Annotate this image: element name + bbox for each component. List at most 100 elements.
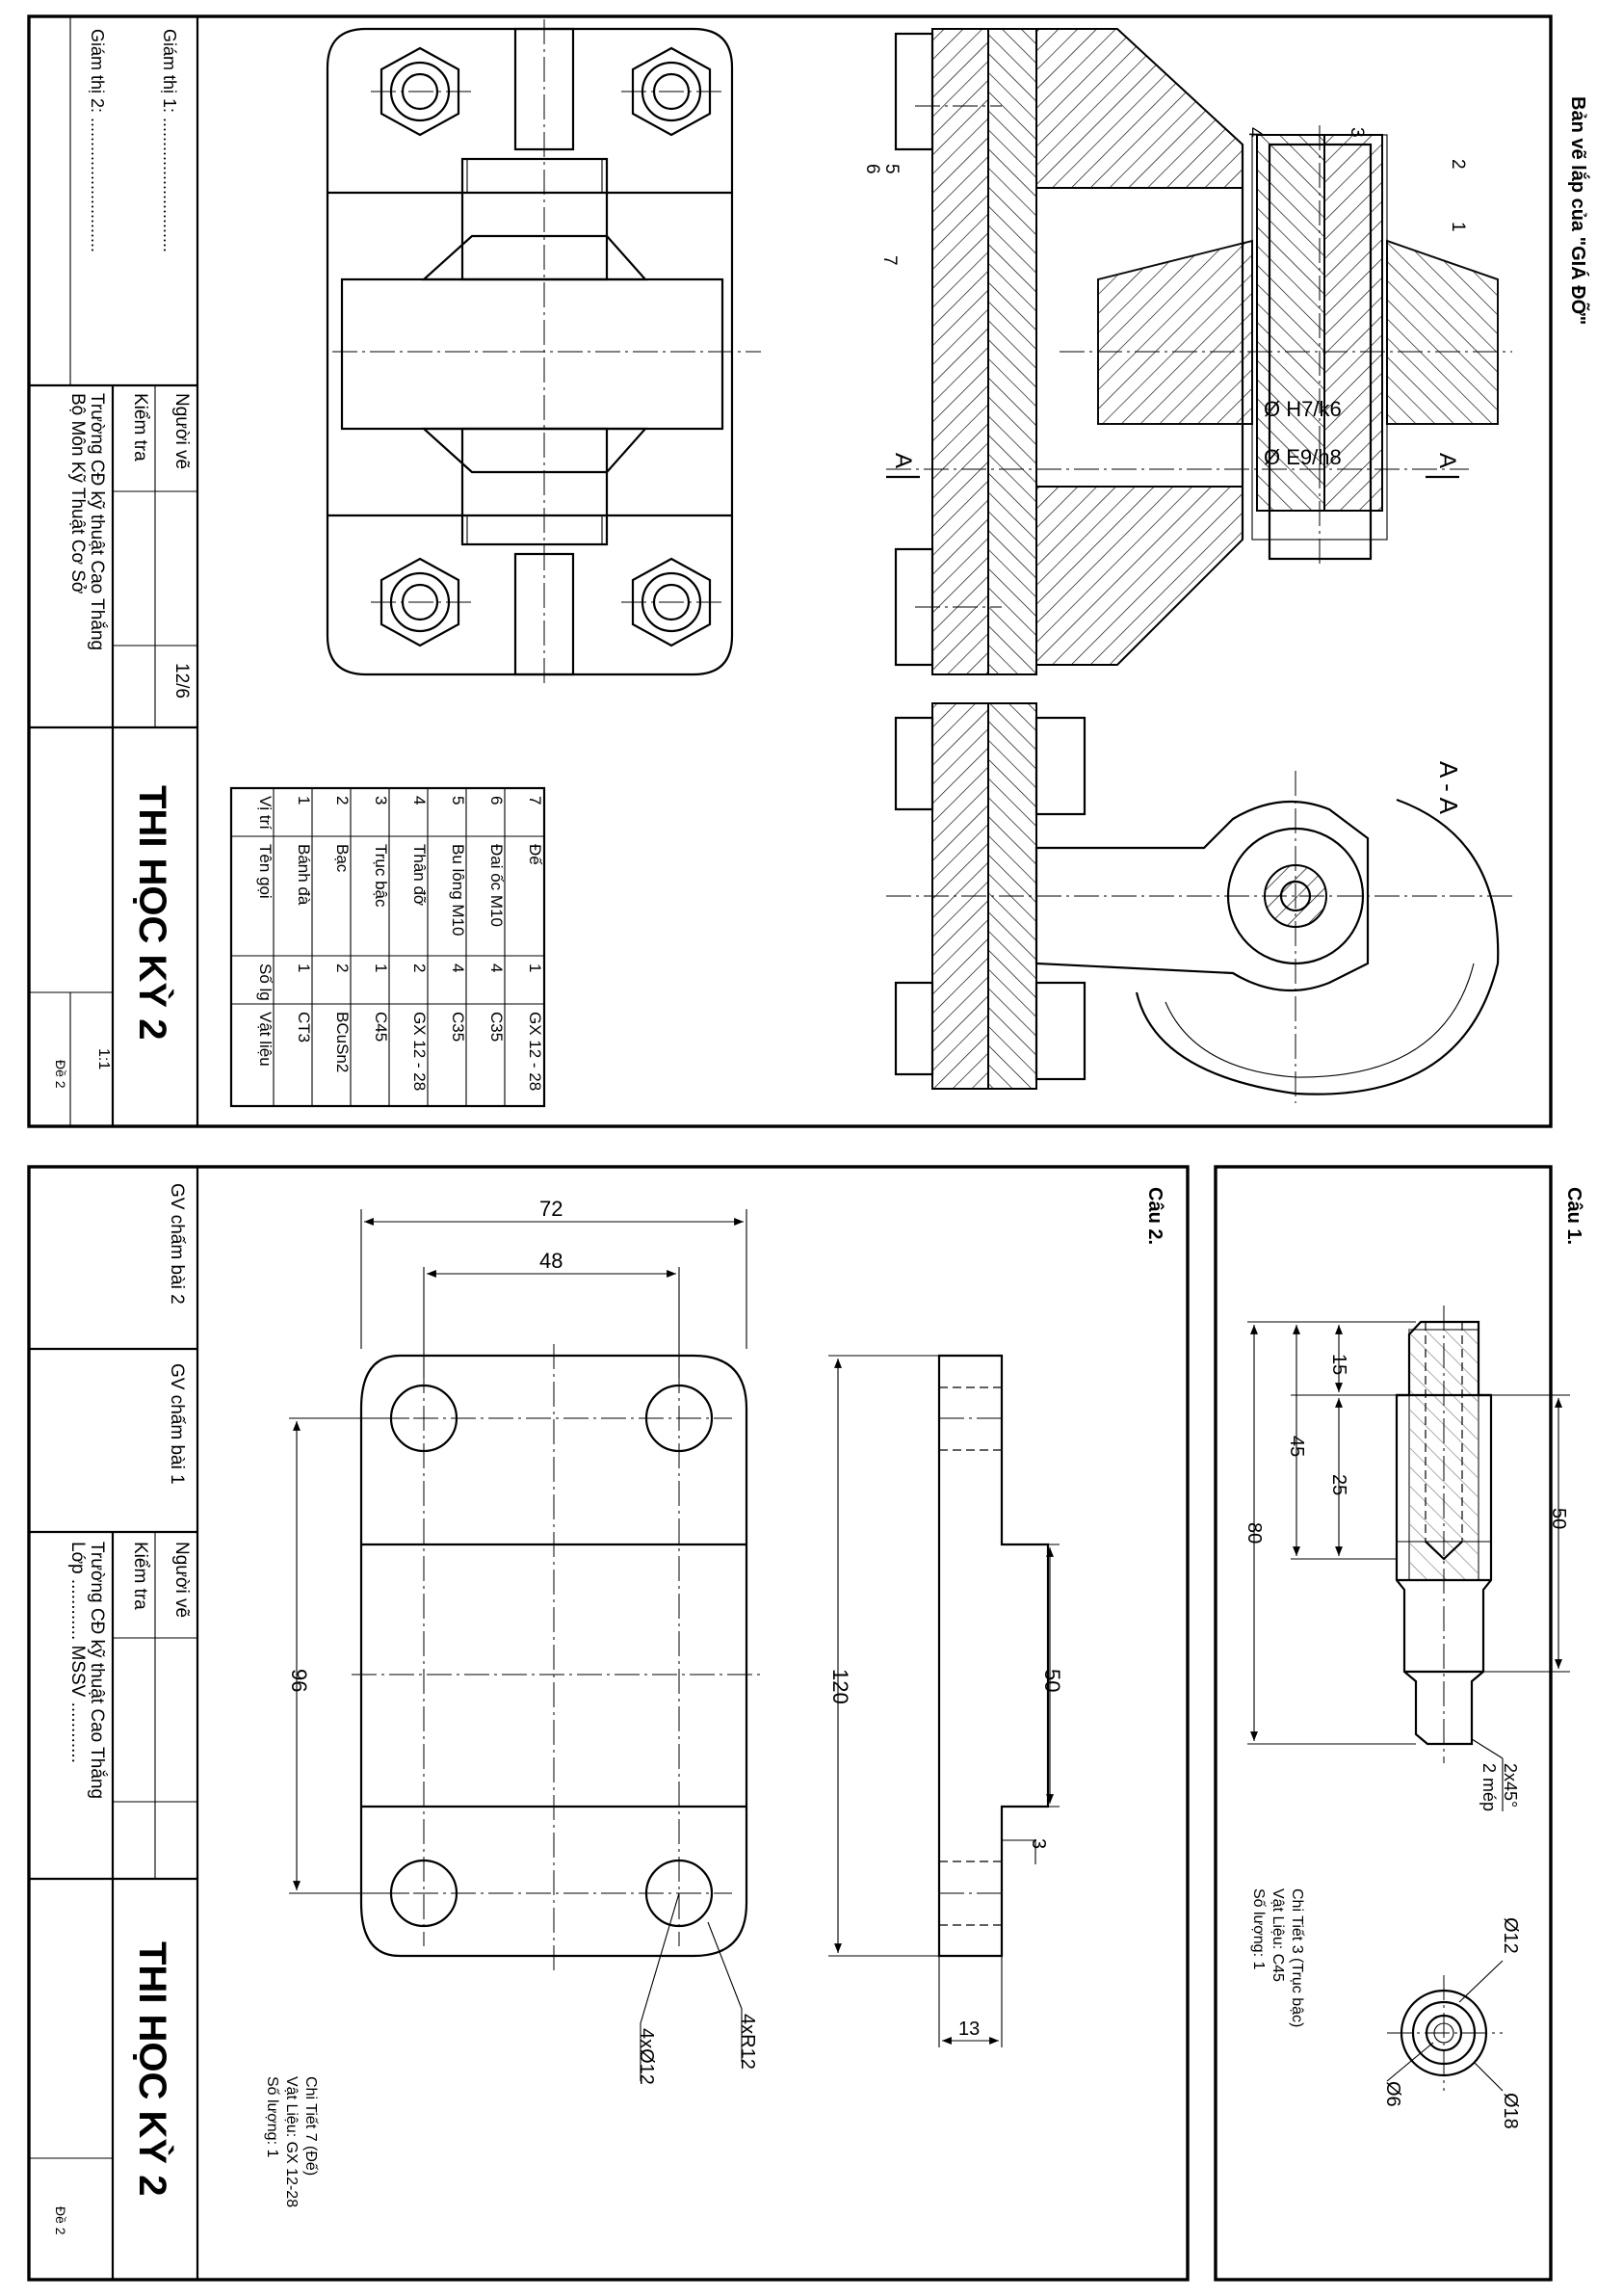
dim-45: 45: [1286, 1436, 1307, 1457]
dim-chamfer: 2x45°: [1501, 1763, 1520, 1808]
department-name: Bộ Môn Kỹ Thuật Cơ Sở: [67, 393, 88, 594]
dim-3: 3: [1028, 1838, 1049, 1849]
parts-list-cell: 7: [526, 796, 544, 805]
dim-120: 120: [828, 1669, 852, 1704]
base-exam-title: THI HỌC KỲ 2: [131, 1941, 175, 2196]
balloon-7: 7: [879, 255, 900, 266]
parts-list-cell: Đế: [526, 844, 544, 865]
section-mark-left: A: [890, 453, 916, 468]
parts-list-cell: 1: [372, 963, 390, 972]
balloon-5: 5: [881, 164, 902, 174]
parts-list-cell: 2: [333, 796, 352, 805]
parts-list-cell: 1: [295, 796, 313, 805]
parts-list-cell: 4: [487, 963, 506, 972]
assembly-title-block: Giám thị 1: ............................…: [29, 16, 199, 1126]
drawn-by-label: Người vẽ: [171, 393, 192, 469]
parts-list-cell: BCuSn2: [333, 1012, 352, 1072]
school-name: Trường CĐ kỹ thuật Cao Thắng: [87, 393, 108, 650]
shaft-note-line-1: Chi Tiết 3 (Trục bậc): [1289, 1888, 1305, 2027]
fit-label-2: Ø E9/h8: [1264, 445, 1342, 469]
parts-list-cell: Bánh đà: [295, 844, 313, 906]
detail-sheet-shaft: Câu 1. 80 45 15 25: [1214, 1165, 1584, 2282]
base-note-line-3: Số lượng: 1: [264, 2076, 280, 2157]
shaft-sheet-border: [1214, 1165, 1553, 2282]
dim-80: 80: [1243, 1522, 1265, 1544]
base-side-view: 120 50 3 13: [828, 1354, 1064, 2047]
question-1-label: Câu 1.: [1563, 1187, 1584, 1245]
parts-list-cell: 4: [410, 796, 429, 805]
parts-list-cell: C45: [372, 1012, 390, 1042]
parts-list-cell: Bu lông M10: [449, 844, 467, 936]
date-value: 12/6: [171, 663, 192, 699]
parts-list-cell: 2: [410, 963, 429, 972]
exam-code: Đề 2: [53, 1060, 68, 1089]
base-note-line-2: Vật Liệu: GX 12-28: [283, 2076, 300, 2207]
base-sheet-border: [27, 1165, 1190, 2282]
shaft-view: 80 45 15 25 50 2x45° 2 mép: [1243, 1306, 1570, 1811]
base-plan-view: 72 48 96 4xR12 4xØ12: [287, 1197, 761, 2085]
part-balloons: 5 6 7 4 3 2 1: [862, 127, 1468, 266]
parts-list-cell: 5: [449, 796, 467, 805]
dim-15: 15: [1328, 1354, 1349, 1375]
shaft-note-line-2: Vật Liệu: C45: [1270, 1888, 1286, 1982]
parts-list-cell: 3: [372, 796, 390, 805]
side-section-view: A - A: [886, 702, 1512, 1103]
plan-view: [326, 19, 761, 684]
dim-dia6: Ø6: [1382, 2081, 1403, 2107]
base-school-name: Trường CĐ kỹ thuật Cao Thắng: [87, 1542, 108, 1799]
parts-list-cell: GX 12 - 28: [526, 1012, 544, 1091]
supervisor-2-label: Giám thị 2: ............................: [88, 29, 107, 252]
balloon-1: 1: [1448, 222, 1468, 232]
scale-value: 1:1: [95, 1048, 112, 1069]
section-label: A - A: [1434, 761, 1463, 815]
shaft-part-note: Chi Tiết 3 (Trục bậc) Vật Liệu: C45 Số l…: [1250, 1888, 1305, 2027]
fit-label-1: Ø H7/k6: [1264, 397, 1342, 421]
front-section-view: Ø H7/k6 Ø E9/h8 A A: [886, 28, 1512, 675]
parts-list-cell: Đai ốc M10: [487, 844, 506, 927]
dim-50-shaft: 50: [1548, 1508, 1569, 1529]
shaft-note-line-3: Số lượng: 1: [1250, 1888, 1267, 1969]
base-drawn-by-label: Người vẽ: [171, 1542, 192, 1618]
parts-list-cell: 1: [526, 963, 544, 972]
assembly-border: [27, 14, 1553, 1128]
checked-by-label: Kiểm tra: [130, 393, 150, 462]
base-exam-code: Đề 2: [53, 2206, 68, 2235]
shaft-end-view: Ø12 Ø6 Ø18: [1382, 1917, 1521, 2129]
balloon-3: 3: [1347, 127, 1367, 138]
dim-4xR12: 4xR12: [737, 2014, 758, 2070]
supervisor-1-label: Giám thị 1: ............................: [160, 29, 179, 252]
balloon-6: 6: [862, 164, 882, 174]
parts-list-header: Số lg: [256, 963, 275, 1001]
dim-96: 96: [287, 1669, 311, 1692]
balloon-2: 2: [1448, 159, 1468, 170]
dim-50-base: 50: [1040, 1669, 1064, 1692]
dim-13: 13: [958, 2019, 980, 2040]
dim-chamfer-count: 2 mép: [1479, 1763, 1499, 1811]
dim-72: 72: [539, 1197, 563, 1221]
class-line: Lớp ............ MSSV ............: [67, 1542, 88, 1763]
parts-list-cell: CT3: [295, 1012, 313, 1042]
dim-48: 48: [539, 1249, 563, 1273]
dim-25: 25: [1328, 1474, 1349, 1495]
exam-title: THI HỌC KỲ 2: [131, 785, 175, 1040]
parts-list-cell: Trục bậc: [372, 844, 390, 908]
question-2-label: Câu 2.: [1144, 1187, 1165, 1245]
assembly-title: Bản vẽ lắp của "GIÁ ĐỠ": [1567, 96, 1590, 325]
dim-4xO12: 4xØ12: [636, 2028, 657, 2085]
grader-1-label: GV chấm bài 1: [167, 1363, 187, 1485]
parts-list-cell: 4: [449, 963, 467, 972]
parts-list-header: Tên gọi: [256, 844, 275, 899]
parts-list-cell: GX 12 - 28: [410, 1012, 429, 1091]
dim-dia18: Ø18: [1500, 2093, 1521, 2129]
parts-list-header: Vật liệu: [256, 1012, 275, 1067]
grader-2-label: GV chấm bài 2: [167, 1183, 187, 1305]
balloon-4: 4: [1244, 127, 1265, 138]
base-checked-by-label: Kiểm tra: [130, 1542, 150, 1610]
parts-list-cell: 6: [487, 796, 506, 805]
parts-list-cell: C35: [487, 1012, 506, 1042]
parts-list-cell: Bạc: [333, 844, 352, 873]
parts-list-cell: C35: [449, 1012, 467, 1042]
detail-sheet-base: GV chấm bài 2 GV chấm bài 1 Người vẽ Kiể…: [27, 1165, 1190, 2282]
